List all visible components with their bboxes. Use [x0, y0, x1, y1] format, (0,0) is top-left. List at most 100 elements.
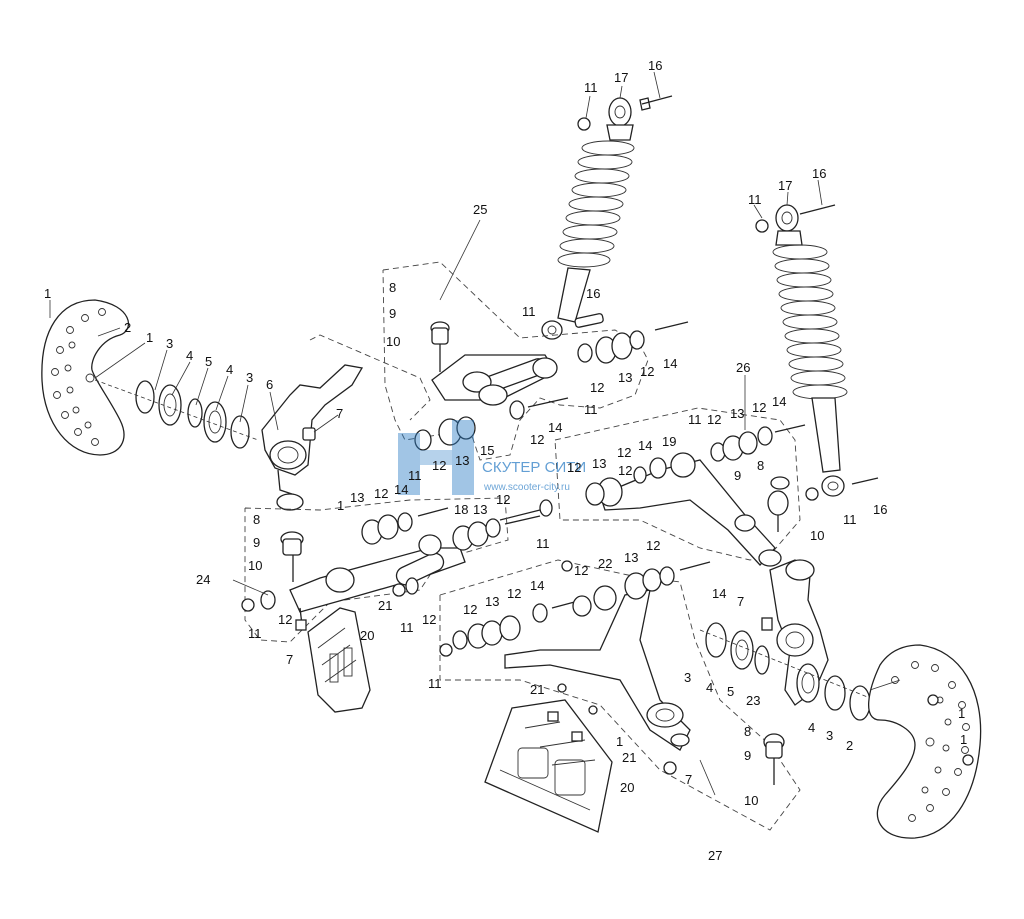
left-skid-plate [295, 607, 371, 713]
left-shock-absorber [541, 95, 673, 340]
callout-12: 12 [432, 458, 446, 473]
callout-19: 19 [662, 434, 676, 449]
callout-14: 14 [638, 438, 652, 453]
callout-17: 17 [614, 70, 628, 85]
callout-12: 12 [646, 538, 660, 553]
callout-9: 9 [253, 535, 260, 550]
left-hub-bearings [94, 379, 259, 449]
callout-12: 12 [530, 432, 544, 447]
callout-6: 6 [266, 377, 273, 392]
callout-11: 11 [408, 468, 422, 483]
callout-1: 1 [616, 734, 623, 749]
callout-12: 12 [617, 445, 631, 460]
callout-12: 12 [752, 400, 766, 415]
callout-25: 25 [473, 202, 487, 217]
upper-left-a-arm [414, 321, 689, 451]
callout-3: 3 [246, 370, 253, 385]
callout-10: 10 [810, 528, 824, 543]
callout-4: 4 [706, 680, 713, 695]
callout-14: 14 [394, 482, 408, 497]
callout-12: 12 [640, 364, 654, 379]
callout-9: 9 [744, 748, 751, 763]
callout-14: 14 [772, 394, 786, 409]
callout-8: 8 [389, 280, 396, 295]
callout-12: 12 [574, 563, 588, 578]
callout-11: 11 [428, 676, 442, 691]
callout-7: 7 [286, 652, 293, 667]
callout-16: 16 [648, 58, 662, 73]
callout-22: 22 [598, 556, 612, 571]
callout-2: 2 [846, 738, 853, 753]
left-steering-knuckle [261, 364, 364, 511]
watermark: СКУТЕР СИТИ www.scooter-city.ru [398, 420, 586, 495]
callout-12: 12 [422, 612, 436, 627]
callout-13: 13 [624, 550, 638, 565]
callout-12: 12 [590, 380, 604, 395]
callout-5: 5 [727, 684, 734, 699]
callout-16: 16 [812, 166, 826, 181]
callout-14: 14 [663, 356, 677, 371]
callout-12: 12 [707, 412, 721, 427]
callout-12: 12 [496, 492, 510, 507]
callout-17: 17 [778, 178, 792, 193]
callout-18: 18 [454, 502, 468, 517]
callout-13: 13 [455, 453, 469, 468]
callout-11: 11 [248, 626, 262, 641]
callout-12: 12 [278, 612, 292, 627]
left-brake-disc [41, 299, 130, 456]
callout-11: 11 [400, 620, 414, 635]
callout-14: 14 [712, 586, 726, 601]
callout-11: 11 [843, 512, 857, 527]
callout-20: 20 [620, 780, 634, 795]
callout-21: 21 [622, 750, 636, 765]
callout-16: 16 [873, 502, 887, 517]
callout-10: 10 [386, 334, 400, 349]
callout-24: 24 [196, 572, 210, 587]
lower-right-a-arm [439, 560, 785, 785]
callout-8: 8 [744, 724, 751, 739]
callout-10: 10 [248, 558, 262, 573]
leader-lines [49, 71, 901, 796]
callout-21: 21 [530, 682, 544, 697]
callout-13: 13 [618, 370, 632, 385]
callout-20: 20 [360, 628, 374, 643]
right-shock-absorber [755, 204, 879, 501]
callout-14: 14 [548, 420, 562, 435]
callout-14: 14 [530, 578, 544, 593]
callout-13: 13 [485, 594, 499, 609]
callout-8: 8 [757, 458, 764, 473]
callout-11: 11 [584, 80, 598, 95]
callout-11: 11 [748, 192, 762, 207]
callout-1: 1 [337, 498, 344, 513]
callout-23: 23 [746, 693, 760, 708]
lower-left-a-arm [241, 507, 541, 613]
right-brake-disc [867, 644, 982, 839]
callout-12: 12 [618, 463, 632, 478]
callout-12: 12 [507, 586, 521, 601]
callout-7: 7 [336, 406, 343, 421]
callout-1: 1 [958, 706, 965, 721]
callout-9: 9 [734, 468, 741, 483]
callout-13: 13 [473, 502, 487, 517]
callout-21: 21 [378, 598, 392, 613]
callout-11: 11 [584, 402, 598, 417]
watermark-brand: СКУТЕР СИТИ [482, 459, 586, 476]
callout-11: 11 [688, 412, 702, 427]
callout-10: 10 [744, 793, 758, 808]
callout-2: 2 [124, 320, 131, 335]
callout-12: 12 [567, 460, 581, 475]
callout-26: 26 [736, 360, 750, 375]
callout-16: 16 [586, 286, 600, 301]
callout-1: 1 [44, 286, 51, 301]
callout-1: 1 [960, 732, 967, 747]
callout-11: 11 [522, 304, 536, 319]
callout-3: 3 [684, 670, 691, 685]
callout-9: 9 [389, 306, 396, 321]
callout-11: 11 [536, 536, 550, 551]
callout-5: 5 [205, 354, 212, 369]
watermark-url: www.scooter-city.ru [483, 482, 570, 493]
callout-13: 13 [730, 406, 744, 421]
callout-13: 13 [350, 490, 364, 505]
callout-4: 4 [226, 362, 233, 377]
